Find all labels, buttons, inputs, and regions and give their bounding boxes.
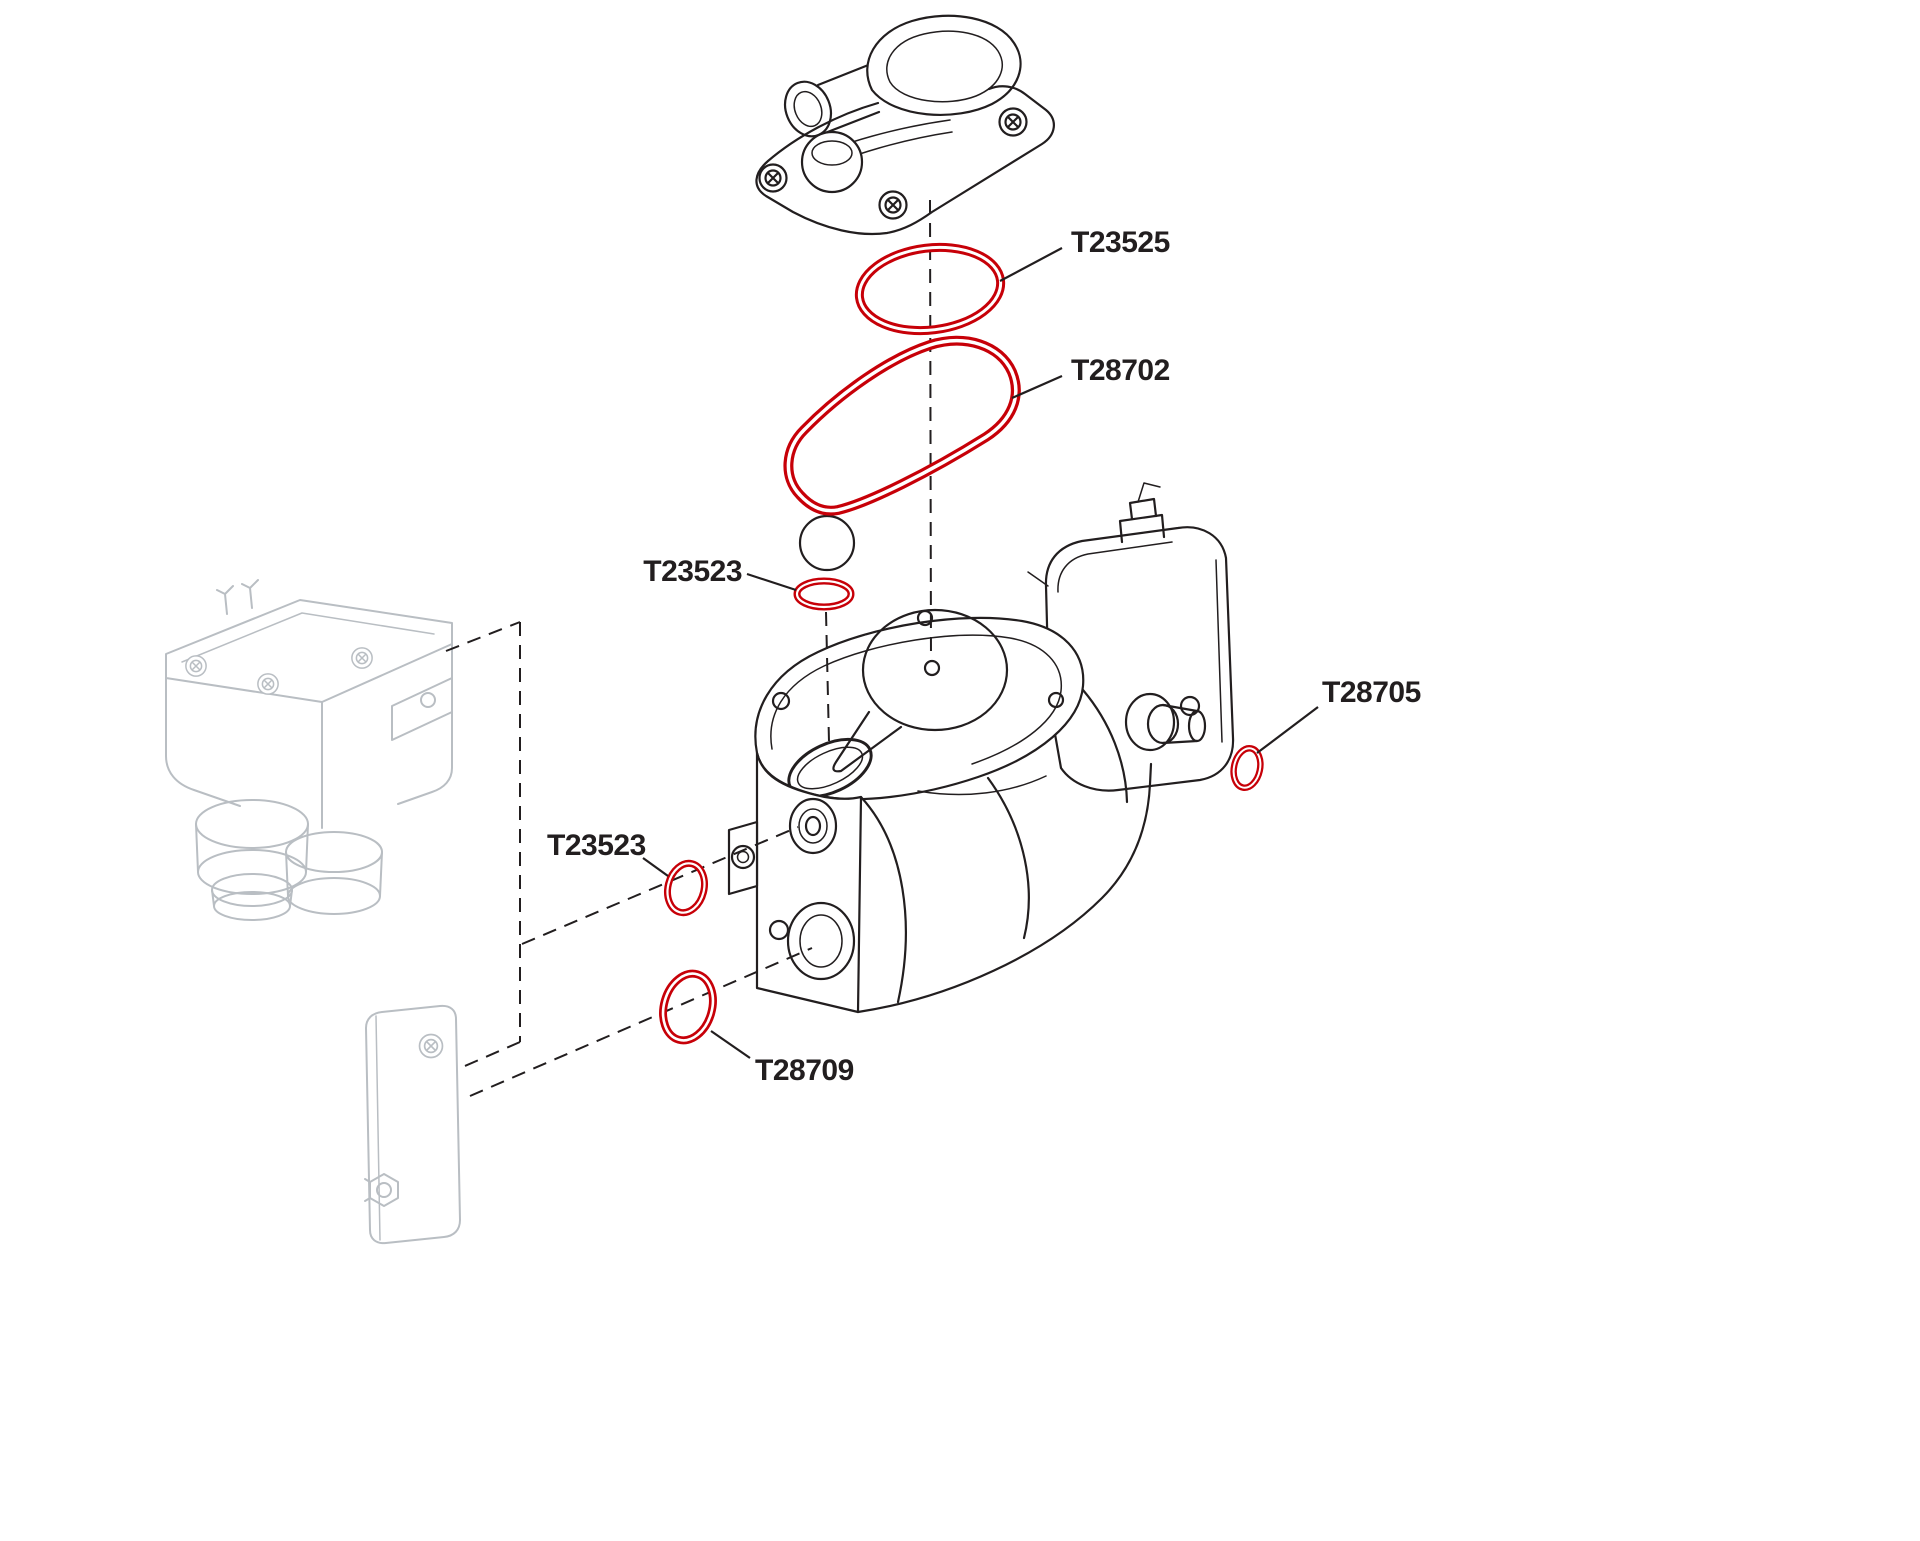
ghost-plate [364, 1004, 461, 1245]
tank-body [1044, 526, 1235, 792]
body-bottom-edge [856, 762, 1153, 1014]
ghost-connector-pins [216, 579, 259, 615]
ghost-screw [257, 673, 279, 695]
tank-top-bracket [1118, 513, 1166, 544]
tab-bolt [730, 844, 756, 870]
oring-upper-T23523 [793, 577, 855, 611]
centerline-port-upper [521, 826, 799, 945]
part-label-T28702: T28702 [1071, 354, 1170, 387]
leader-line [1011, 374, 1063, 400]
part-label-T23523-upper: T23523 [643, 555, 742, 588]
cover-screw [758, 163, 788, 193]
reservoir-tank [1027, 482, 1235, 792]
cover-plate [755, 85, 1055, 236]
ghost-screw [351, 647, 373, 669]
centerlines [445, 199, 932, 1097]
oring-right-T28705 [1230, 745, 1264, 791]
part-label-T23523-lower: T23523 [547, 829, 646, 862]
leader-line [999, 247, 1063, 282]
callouts: T23525 T28702 T23523 T28705 T23523 T2870… [547, 226, 1421, 1087]
ghost-bolt [418, 1033, 444, 1059]
lower-port [786, 901, 856, 981]
centerline-port-lower [469, 947, 813, 1097]
top-cover [755, 14, 1055, 236]
leader-line [746, 572, 797, 592]
ghost-cylinder [285, 831, 383, 915]
leader-line [710, 1030, 751, 1059]
check-ball [798, 514, 856, 572]
centerline-vertical-main [929, 199, 932, 663]
mount-tab [727, 820, 759, 896]
centerline-diagonal-bottom [457, 1041, 521, 1070]
upper-port [788, 797, 838, 855]
pump-body [727, 608, 1207, 1014]
cover-small-dome [800, 130, 864, 194]
ghost-bracket [391, 677, 453, 741]
ghost-plate-body [365, 1004, 461, 1245]
ghost-cylinder [195, 799, 309, 921]
part-label-T28709: T28709 [755, 1054, 854, 1087]
centerline-diagonal-top [445, 621, 521, 652]
oring-left-T23523 [664, 859, 708, 917]
face-hole [771, 691, 791, 711]
gasket-T28702 [783, 335, 1021, 516]
seal-kit-parts [659, 242, 1264, 1045]
body-boss [861, 608, 1009, 732]
boss-center-hole [923, 659, 941, 677]
leader-line [642, 857, 669, 877]
leader-line [1256, 706, 1319, 754]
part-label-T28705: T28705 [1322, 676, 1421, 709]
oring-lower-T28709 [659, 969, 717, 1045]
cover-screw [878, 190, 908, 220]
tank-port [1179, 695, 1201, 717]
ghost-hex-fitting [364, 1173, 399, 1207]
side-fitting [1124, 692, 1207, 752]
small-port [768, 919, 790, 941]
face-hole [1047, 691, 1065, 709]
cover-screw [998, 107, 1028, 137]
ghost-screw [185, 655, 207, 677]
part-label-T23525: T23525 [1071, 226, 1170, 259]
ghost-assembly [165, 579, 453, 921]
face-hole [916, 609, 934, 627]
